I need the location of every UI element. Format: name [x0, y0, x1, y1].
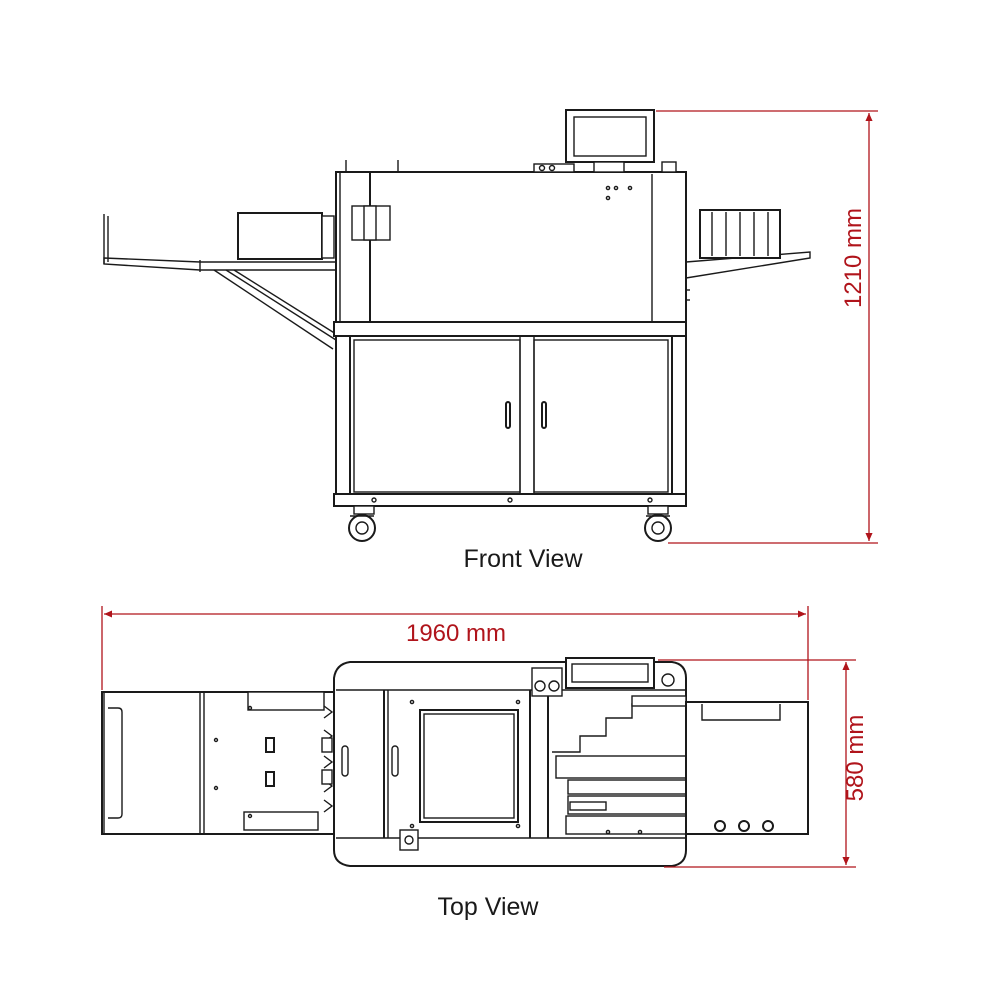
front-view: [103, 109, 811, 542]
width-dimension: 1960 mm: [101, 606, 809, 700]
depth-dimension: 580 mm: [658, 659, 869, 868]
height-dimension: 1210 mm: [656, 110, 878, 544]
front-right-tray: [685, 209, 811, 301]
guide-slot-lower: [265, 771, 275, 787]
front-main-body: [335, 109, 687, 325]
top-handle-inner: [391, 745, 399, 777]
top-view-caption: Top View: [438, 893, 540, 921]
guide-slot-upper: [265, 737, 275, 753]
depth-dimension-label: 580 mm: [842, 715, 869, 802]
front-left-tray: [103, 212, 337, 350]
cabinet-door-left: [353, 339, 521, 493]
front-monitor: [565, 109, 655, 173]
height-dimension-label: 1210 mm: [840, 208, 867, 308]
door-handle-right: [541, 401, 547, 429]
top-handle-left: [341, 745, 349, 777]
front-view-caption: Front View: [463, 545, 583, 573]
emergency-stop-icon: [661, 161, 677, 173]
door-handle-left: [505, 401, 511, 429]
top-right-output: [685, 701, 809, 835]
front-casters: [348, 505, 672, 542]
top-main-chassis: [333, 657, 687, 867]
top-connector-icon: [399, 829, 419, 851]
top-view: [101, 657, 809, 867]
top-left-feeder: [101, 691, 335, 835]
width-dimension-label: 1960 mm: [406, 620, 506, 647]
front-cabinet: [333, 321, 687, 507]
cabinet-door-right: [533, 339, 669, 493]
